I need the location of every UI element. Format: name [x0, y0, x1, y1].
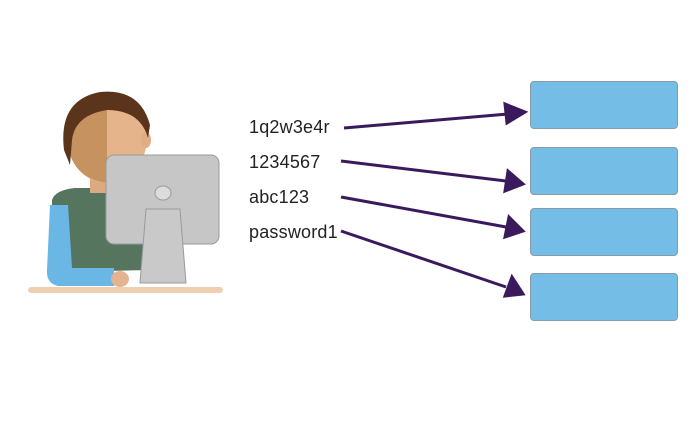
person-at-computer-illustration	[28, 91, 223, 293]
monitor-stand	[139, 208, 187, 284]
arrowhead-2	[503, 168, 526, 194]
arrowhead-1	[503, 101, 529, 126]
password-label-3: abc123	[249, 187, 310, 207]
arm-sleeve	[46, 205, 114, 286]
password-label-4: password1	[249, 222, 338, 242]
ear	[141, 132, 151, 148]
hand	[111, 271, 129, 287]
arrowhead-4	[502, 273, 526, 298]
arrowhead-3	[503, 213, 526, 240]
arrow-2	[340, 159, 507, 183]
password-label-1: 1q2w3e4r	[249, 117, 330, 137]
arrow-4	[340, 229, 507, 289]
target-box-4	[530, 273, 678, 321]
arrow-1	[343, 112, 509, 130]
password-label-2: 1234567	[249, 152, 321, 172]
target-box-2	[530, 147, 678, 195]
hair	[63, 91, 150, 165]
target-box-1	[530, 81, 678, 129]
desk-surface	[28, 287, 223, 293]
monitor-logo	[154, 185, 172, 201]
arrow-3	[340, 195, 507, 229]
target-box-3	[530, 208, 678, 256]
